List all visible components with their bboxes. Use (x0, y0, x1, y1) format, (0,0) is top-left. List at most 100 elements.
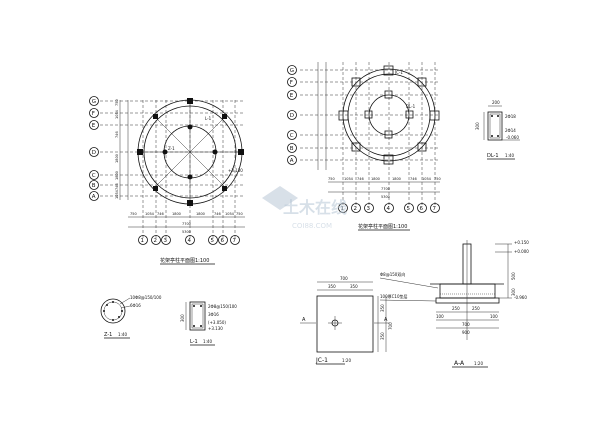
aa-dim: 700 (462, 322, 470, 327)
detail-aa (379, 240, 512, 340)
axis-label: C (92, 173, 96, 179)
dl-dim-side: 300 (475, 122, 480, 130)
dl-scale: 1:40 (505, 153, 514, 158)
left-col-label: Z-1 (168, 146, 175, 151)
dim-total-2: 5300 (182, 230, 191, 234)
dl-note1: 2Φ18 (505, 114, 516, 119)
dim-value: 750 (328, 177, 335, 181)
axis-bubble (287, 155, 297, 165)
axis-bubble (89, 96, 99, 106)
watermark-brand: 土木在线 (283, 198, 347, 217)
axis-bubble (430, 203, 440, 213)
axis-bubble (287, 77, 297, 87)
dl-dim-top: 200 (492, 100, 500, 105)
aa-dim: 100 (490, 314, 498, 319)
axis-label: E (290, 93, 294, 99)
side-dim: 1054 (115, 109, 119, 119)
axis-label: A (92, 194, 96, 200)
aa-dim: 250 (452, 306, 460, 311)
axis-label: 5 (407, 206, 411, 212)
axis-label: F (92, 111, 95, 117)
jc-axis-left: A (302, 317, 306, 323)
dim-total-2: 5300 (381, 195, 390, 199)
left-plan (100, 98, 245, 240)
dim-value: 1054 (344, 177, 354, 181)
axis-label: 6 (221, 238, 225, 244)
dim-value: 746 (357, 177, 364, 181)
l-note3: (+3.050) (208, 320, 226, 325)
axis-label: B (92, 183, 96, 189)
jc-label: JC-1 (315, 357, 328, 364)
axis-label: 4 (387, 206, 391, 212)
axis-bubble (89, 108, 99, 118)
axis-label: 1 (341, 206, 345, 212)
jc-scale: 1:20 (342, 358, 351, 363)
detail-l1 (185, 301, 206, 331)
side-dim: 746 (115, 183, 119, 190)
axis-label: 7 (233, 238, 237, 244)
z-scale: 1:40 (118, 332, 127, 337)
z-note2: 6Φ16 (130, 303, 141, 308)
axis-bubble (151, 235, 161, 245)
side-dim: 750 (115, 99, 119, 106)
axis-bubble (208, 235, 218, 245)
dim-value: 1800 (392, 177, 401, 181)
side-dim: 746 (115, 131, 119, 138)
axis-label: D (92, 150, 96, 156)
z-label: Z-1 (104, 332, 112, 338)
dl-note2: 2Φ14 (505, 128, 516, 133)
side-dim: 1800 (115, 154, 119, 163)
aa-elev-bot: -0.960 (514, 295, 527, 300)
right-plan (300, 62, 440, 205)
aa-note2: 100厚C10垫层 (380, 293, 408, 299)
axis-bubble (404, 203, 414, 213)
dl-label: DL-1 (487, 153, 499, 159)
l-note2: 3Φ16 (208, 312, 219, 317)
axis-label: 1 (141, 238, 145, 244)
axis-label: G (290, 68, 294, 74)
side-dim: 1054 (115, 189, 119, 199)
l-note4: +3.130 (208, 326, 223, 331)
dim-value: 746 (157, 212, 164, 216)
axis-label: 3 (164, 238, 168, 244)
axis-bubble (89, 170, 99, 180)
z-note1: 10Φ8@150/100 (130, 295, 162, 300)
axis-label: C (290, 133, 294, 139)
axis-bubble (185, 235, 195, 245)
jc-dim-side-b: 350 (380, 332, 385, 340)
axis-bubble (287, 130, 297, 140)
aa-elev-mid: +0.000 (514, 249, 529, 254)
dim-value: 1054 (145, 212, 155, 216)
left-plan-title: 花架亭柱平面图1:100 (160, 257, 209, 264)
dim-value: 1800 (371, 177, 380, 181)
jc-axis-right: A (384, 317, 388, 323)
dim-value: 746 (410, 177, 417, 181)
axis-bubble (287, 143, 297, 153)
aa-vdim: 500 (511, 272, 516, 280)
dim-value: 750 (434, 177, 441, 181)
left-elev: +3.130 (228, 168, 243, 173)
aa-scale: 1:20 (474, 361, 483, 366)
axis-label: G (92, 99, 96, 105)
right-plan-title: 花架亭柱平面图1:100 (358, 223, 407, 230)
detail-z1 (100, 297, 131, 324)
axis-label: 2 (154, 238, 158, 244)
jc-dim-b: 350 (350, 284, 358, 289)
aa-dim: 100 (436, 314, 444, 319)
axis-bubble (218, 235, 228, 245)
detail-jc1 (300, 281, 390, 353)
axis-bubble (89, 191, 99, 201)
dim-value: 1800 (196, 212, 205, 216)
dim-value: 750 (130, 212, 137, 216)
axis-label: F (290, 80, 293, 86)
aa-note1: Φ8@150双向 (380, 271, 405, 277)
axis-label: 3 (367, 206, 371, 212)
